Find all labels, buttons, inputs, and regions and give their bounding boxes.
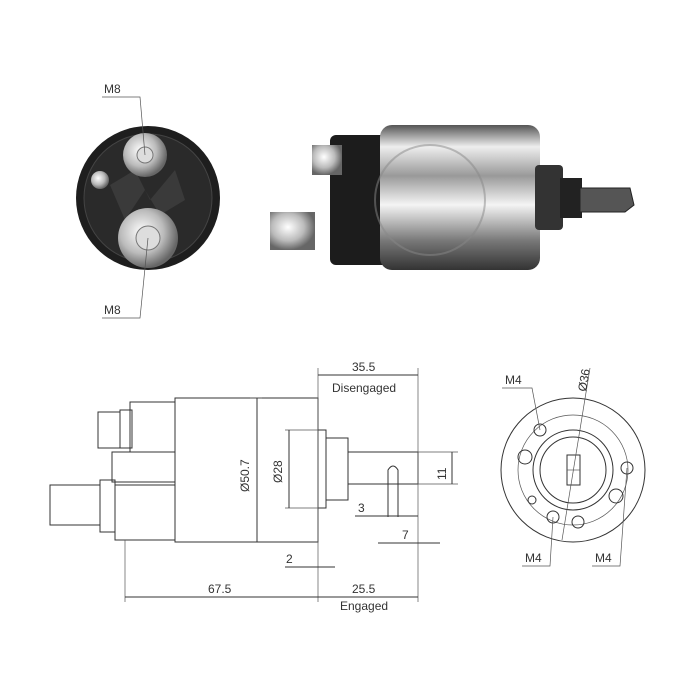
dim-disengaged-length: 35.5 <box>352 360 376 374</box>
dim-engaged-label: Engaged <box>340 599 388 613</box>
dim-engaged-length: 25.5 <box>352 582 376 596</box>
bolt-hole <box>533 423 547 437</box>
dim-flange-gap: 2 <box>286 552 293 566</box>
end-bolt-label-bottom-left: M4 <box>525 551 542 565</box>
end-bolt-circle-diameter: Ø36 <box>575 367 593 392</box>
fork-slot <box>387 465 399 517</box>
side-view-photo <box>270 125 635 270</box>
dim-slot-distance: 7 <box>402 528 409 542</box>
front-view-photo: M8 M8 <box>76 82 220 319</box>
dim-body-diameter: Ø50.7 <box>238 459 252 492</box>
solenoid-body <box>380 125 540 270</box>
end-technical-drawing: M4 M4 M4 Ø36 <box>500 367 646 567</box>
bolt-hole <box>620 461 634 475</box>
top-stud-drawing <box>97 411 121 449</box>
plunger-flange <box>325 437 349 501</box>
plunger-shaft <box>347 451 419 485</box>
end-bolt-label-top: M4 <box>505 373 522 387</box>
terminal-housing <box>330 135 390 265</box>
bottom-stud <box>270 212 315 250</box>
dim-shaft-height: 11 <box>435 467 449 480</box>
front-bottom-label: M8 <box>104 303 121 317</box>
dim-disengaged-label: Disengaged <box>332 381 396 395</box>
top-stud <box>312 145 342 175</box>
side-technical-drawing: 35.5 Disengaged Ø50.7 Ø28 11 3 7 2 67.5 … <box>49 360 458 613</box>
end-bolt-label-bottom-right: M4 <box>595 551 612 565</box>
bottom-stud-drawing <box>49 484 101 526</box>
dim-body-length: 67.5 <box>208 582 232 596</box>
small-terminal <box>91 171 109 189</box>
front-top-label: M8 <box>104 82 121 96</box>
bolt-hole <box>546 510 560 524</box>
dim-flange-diameter: Ø28 <box>271 460 285 483</box>
dim-slot-offset: 3 <box>358 501 365 515</box>
logo-watermark <box>110 170 185 220</box>
plunger-fork <box>579 187 635 213</box>
